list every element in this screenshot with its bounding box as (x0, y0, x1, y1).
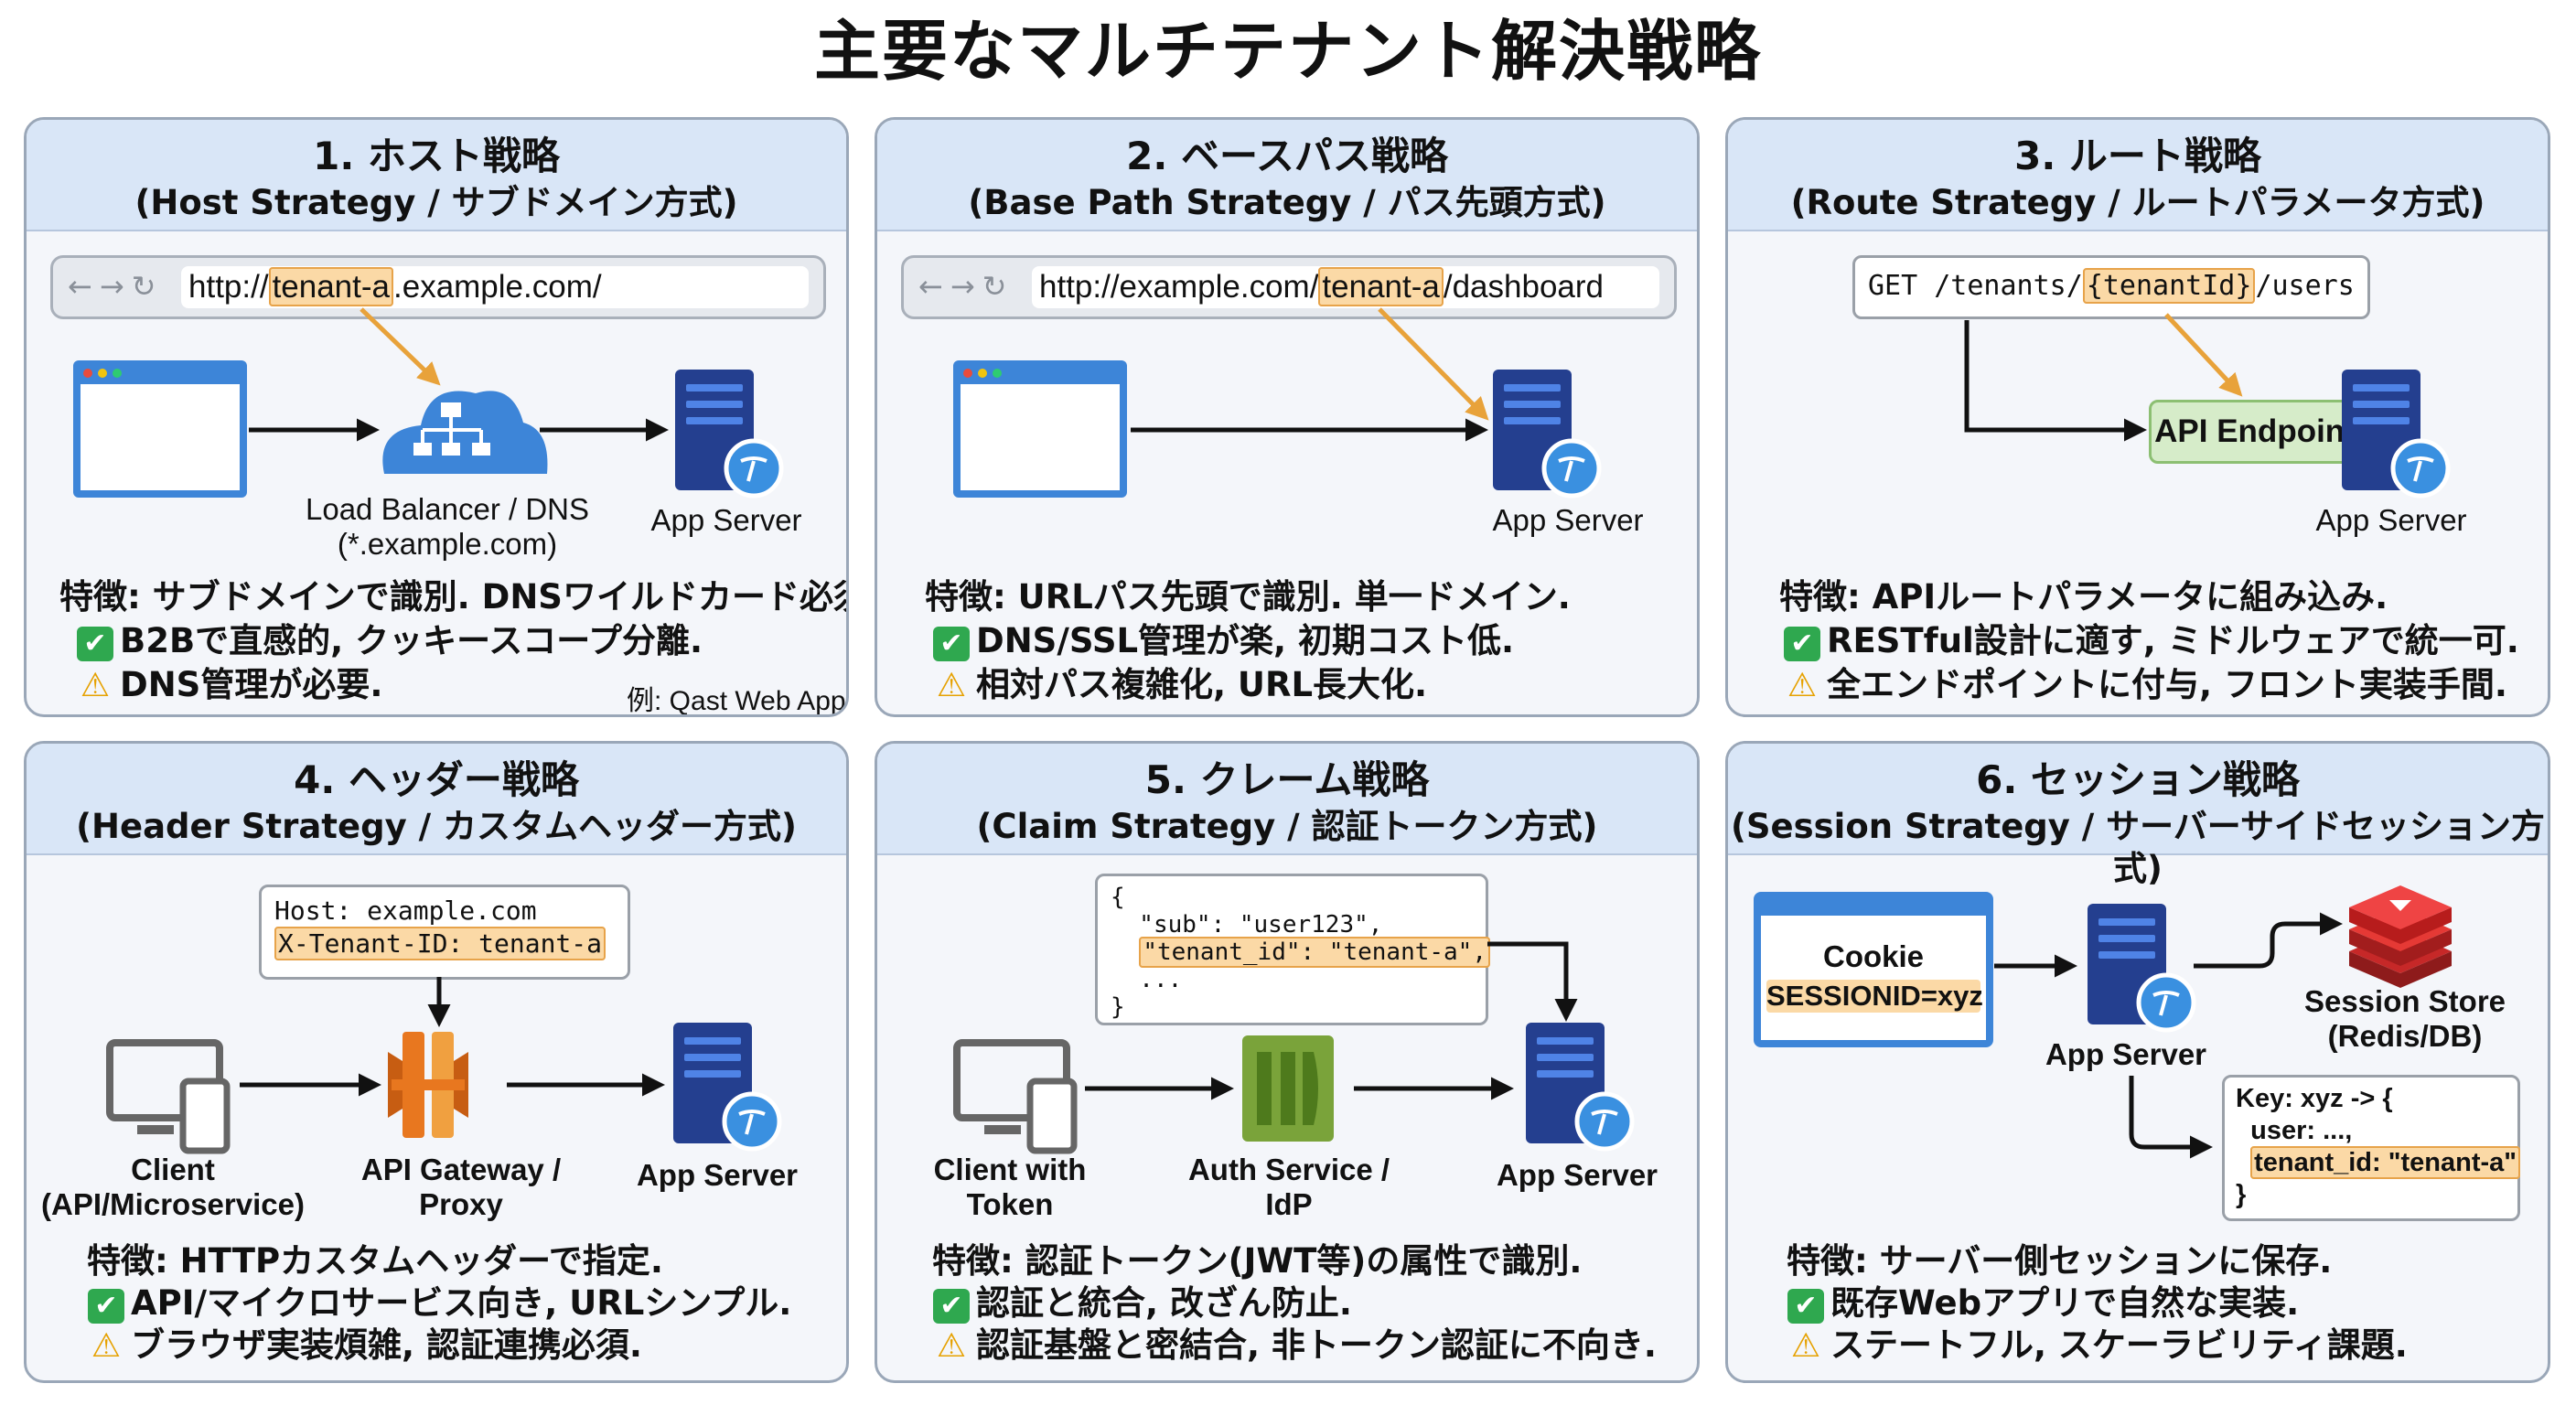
browser-address-bar: ←→↻ http://example.com/tenant-a/dashboar… (901, 255, 1677, 319)
panel-title: 4. ヘッダー戦略 (294, 757, 579, 802)
warning-icon: ⚠ (1790, 1327, 1821, 1365)
panel-basepath-strategy: 2. ベースパス戦略 (Base Path Strategy / パス先頭方式)… (875, 117, 1700, 717)
panel-header: 5. クレーム戦略 (Claim Strategy / 認証トークン方式) (877, 744, 1697, 855)
gateway-label-1: API Gateway / (360, 1153, 562, 1186)
feature-note: 特徴: HTTPカスタムヘッダーで指定. (87, 1241, 663, 1281)
feature-note: 特徴: サブドメインで識別. DNSワイルドカード必須. (59, 577, 849, 617)
server-label: App Server (2045, 1037, 2207, 1071)
client-label-1: Client with (933, 1153, 1087, 1186)
browser-nav-icon: ←→↻ (68, 269, 164, 304)
panel-claim-strategy: 5. クレーム戦略 (Claim Strategy / 認証トークン方式) { … (875, 741, 1700, 1383)
url-tenant-highlight: tenant-a (1318, 267, 1444, 306)
server-label: App Server (2315, 503, 2467, 537)
route-tenant-highlight: {tenantId} (2082, 268, 2256, 304)
tenant-header-highlight: X-Tenant-ID: tenant-a (274, 927, 606, 960)
panel-session-strategy: 6. セッション戦略 (Session Strategy / サーバーサイドセッ… (1725, 741, 2550, 1383)
panel-header: 4. ヘッダー戦略 (Header Strategy / カスタムヘッダー方式) (27, 744, 846, 855)
pro-note: ✔API/マイクロサービス向き, URLシンプル. (87, 1282, 791, 1325)
gateway-label-2: Proxy (419, 1187, 503, 1221)
panel-header-strategy: 4. ヘッダー戦略 (Header Strategy / カスタムヘッダー方式)… (24, 741, 849, 1383)
panel-header: 3. ルート戦略 (Route Strategy / ルートパラメータ方式) (1728, 120, 2548, 231)
warning-icon: ⚠ (80, 667, 111, 704)
panel-title: 3. ルート戦略 (2014, 134, 2261, 178)
route-box: GET /tenants/{tenantId}/users (1852, 255, 2370, 319)
cookie-label: Cookie (1822, 939, 1925, 973)
store-label-1: Session Store (2303, 984, 2506, 1018)
checkmark-icon: ✔ (933, 1289, 970, 1324)
client-label-2: Token (966, 1187, 1054, 1221)
example-note: 例: Qast Web App (627, 686, 846, 716)
con-note: ⚠相対パス複雑化, URL長大化. (932, 663, 1427, 708)
feature-note: 特徴: 認証トークン(JWT等)の属性で識別. (932, 1241, 1583, 1281)
store-label-2: (Redis/DB) (2327, 1019, 2483, 1053)
panel-route-strategy: 3. ルート戦略 (Route Strategy / ルートパラメータ方式) G… (1725, 117, 2550, 717)
panel-subtitle: (Claim Strategy / 認証トークン方式) (976, 807, 1598, 846)
auth-label-1: Auth Service / (1187, 1153, 1390, 1186)
panel-header: 1. ホスト戦略 (Host Strategy / サブドメイン方式) (27, 120, 846, 231)
panel-header: 2. ベースパス戦略 (Base Path Strategy / パス先頭方式) (877, 120, 1697, 231)
panel-title: 2. ベースパス戦略 (1126, 134, 1448, 178)
url-tenant-highlight: tenant-a (268, 267, 393, 306)
browser-nav-icon: ←→↻ (918, 269, 1014, 304)
checkmark-icon: ✔ (77, 627, 113, 661)
lb-label-1: Load Balancer / DNS (305, 492, 589, 526)
panel-header: 6. セッション戦略 (Session Strategy / サーバーサイドセッ… (1728, 744, 2548, 888)
con-note: ⚠全エンドポイントに付与, フロント実装手間. (1783, 663, 2507, 708)
panel-subtitle: (Header Strategy / カスタムヘッダー方式) (76, 807, 797, 846)
tenant-claim-highlight: "tenant_id": "tenant-a", (1139, 937, 1490, 968)
checkmark-icon: ✔ (1784, 627, 1820, 661)
session-kv-box: Key: xyz -> { user: ..., tenant_id: "ten… (2222, 1075, 2521, 1221)
warning-icon: ⚠ (936, 667, 967, 704)
pro-note: ✔RESTful設計に適す, ミドルウェアで統一可. (1783, 619, 2519, 663)
warning-icon: ⚠ (936, 1327, 967, 1365)
panel-subtitle: (Session Strategy / サーバーサイドセッション方式) (1730, 807, 2546, 888)
panel-title: 5. クレーム戦略 (1144, 757, 1430, 802)
feature-note: 特徴: URLパス先頭で識別. 単一ドメイン. (925, 577, 1571, 617)
con-note: ⚠DNS管理が必要. (76, 663, 383, 708)
auth-label-2: IdP (1265, 1187, 1313, 1221)
pro-note: ✔認証と統合, 改ざん防止. (932, 1282, 1352, 1325)
checkmark-icon: ✔ (1787, 1289, 1824, 1324)
cookie-value: SESSIONID=xyz (1766, 980, 1983, 1013)
pro-note: ✔B2Bで直感的, クッキースコープ分離. (76, 619, 703, 663)
pro-note: ✔DNS/SSL管理が楽, 初期コスト低. (932, 619, 1514, 663)
checkmark-icon: ✔ (88, 1289, 124, 1324)
tenant-session-highlight: tenant_id: "tenant-a" (2250, 1146, 2521, 1179)
checkmark-icon: ✔ (933, 627, 970, 661)
warning-icon: ⚠ (91, 1327, 122, 1365)
server-label: App Server (1496, 1158, 1658, 1192)
panel-title: 6. セッション戦略 (1976, 757, 2300, 802)
client-label-1: Client (131, 1153, 215, 1186)
page-title: 主要なマルチテナント解決戦略 (813, 13, 1762, 90)
con-note: ⚠ブラウザ実装煩雑, 認証連携必須. (87, 1324, 642, 1368)
con-note: ⚠認証基盤と密結合, 非トークン認証に不向き. (932, 1324, 1657, 1368)
cookie-browser-window: Cookie SESSIONID=xyz (1754, 892, 1993, 1047)
url-field: http://tenant-a.example.com/ (181, 266, 809, 308)
server-label: App Server (636, 1158, 799, 1192)
jwt-claims-box: { "sub": "user123", "tenant_id": "tenant… (1095, 874, 1490, 1025)
api-endpoint-box: API Endpoint (2149, 400, 2361, 464)
con-note: ⚠ステートフル, スケーラビリティ課題. (1787, 1324, 2408, 1368)
server-label: App Server (650, 503, 802, 537)
panel-host-strategy: 1. ホスト戦略 (Host Strategy / サブドメイン方式) ←→↻ … (24, 117, 849, 717)
warning-icon: ⚠ (1787, 667, 1818, 704)
browser-address-bar: ←→↻ http://tenant-a.example.com/ (50, 255, 826, 319)
panel-subtitle: (Base Path Strategy / パス先頭方式) (968, 183, 1606, 222)
feature-note: 特徴: APIルートパラメータに組み込み. (1779, 577, 2388, 617)
client-label-2: (API/Microservice) (41, 1187, 305, 1221)
feature-note: 特徴: サーバー側セッションに保存. (1787, 1241, 2333, 1281)
panel-subtitle: (Route Strategy / ルートパラメータ方式) (1790, 183, 2485, 222)
lb-label-2: (*.example.com) (337, 527, 558, 561)
server-label: App Server (1492, 503, 1644, 537)
panel-title: 1. ホスト戦略 (313, 134, 560, 178)
pro-note: ✔既存Webアプリで自然な実装. (1787, 1282, 2299, 1325)
url-field: http://example.com/tenant-a/dashboard (1032, 266, 1659, 308)
panel-subtitle: (Host Strategy / サブドメイン方式) (134, 183, 738, 222)
